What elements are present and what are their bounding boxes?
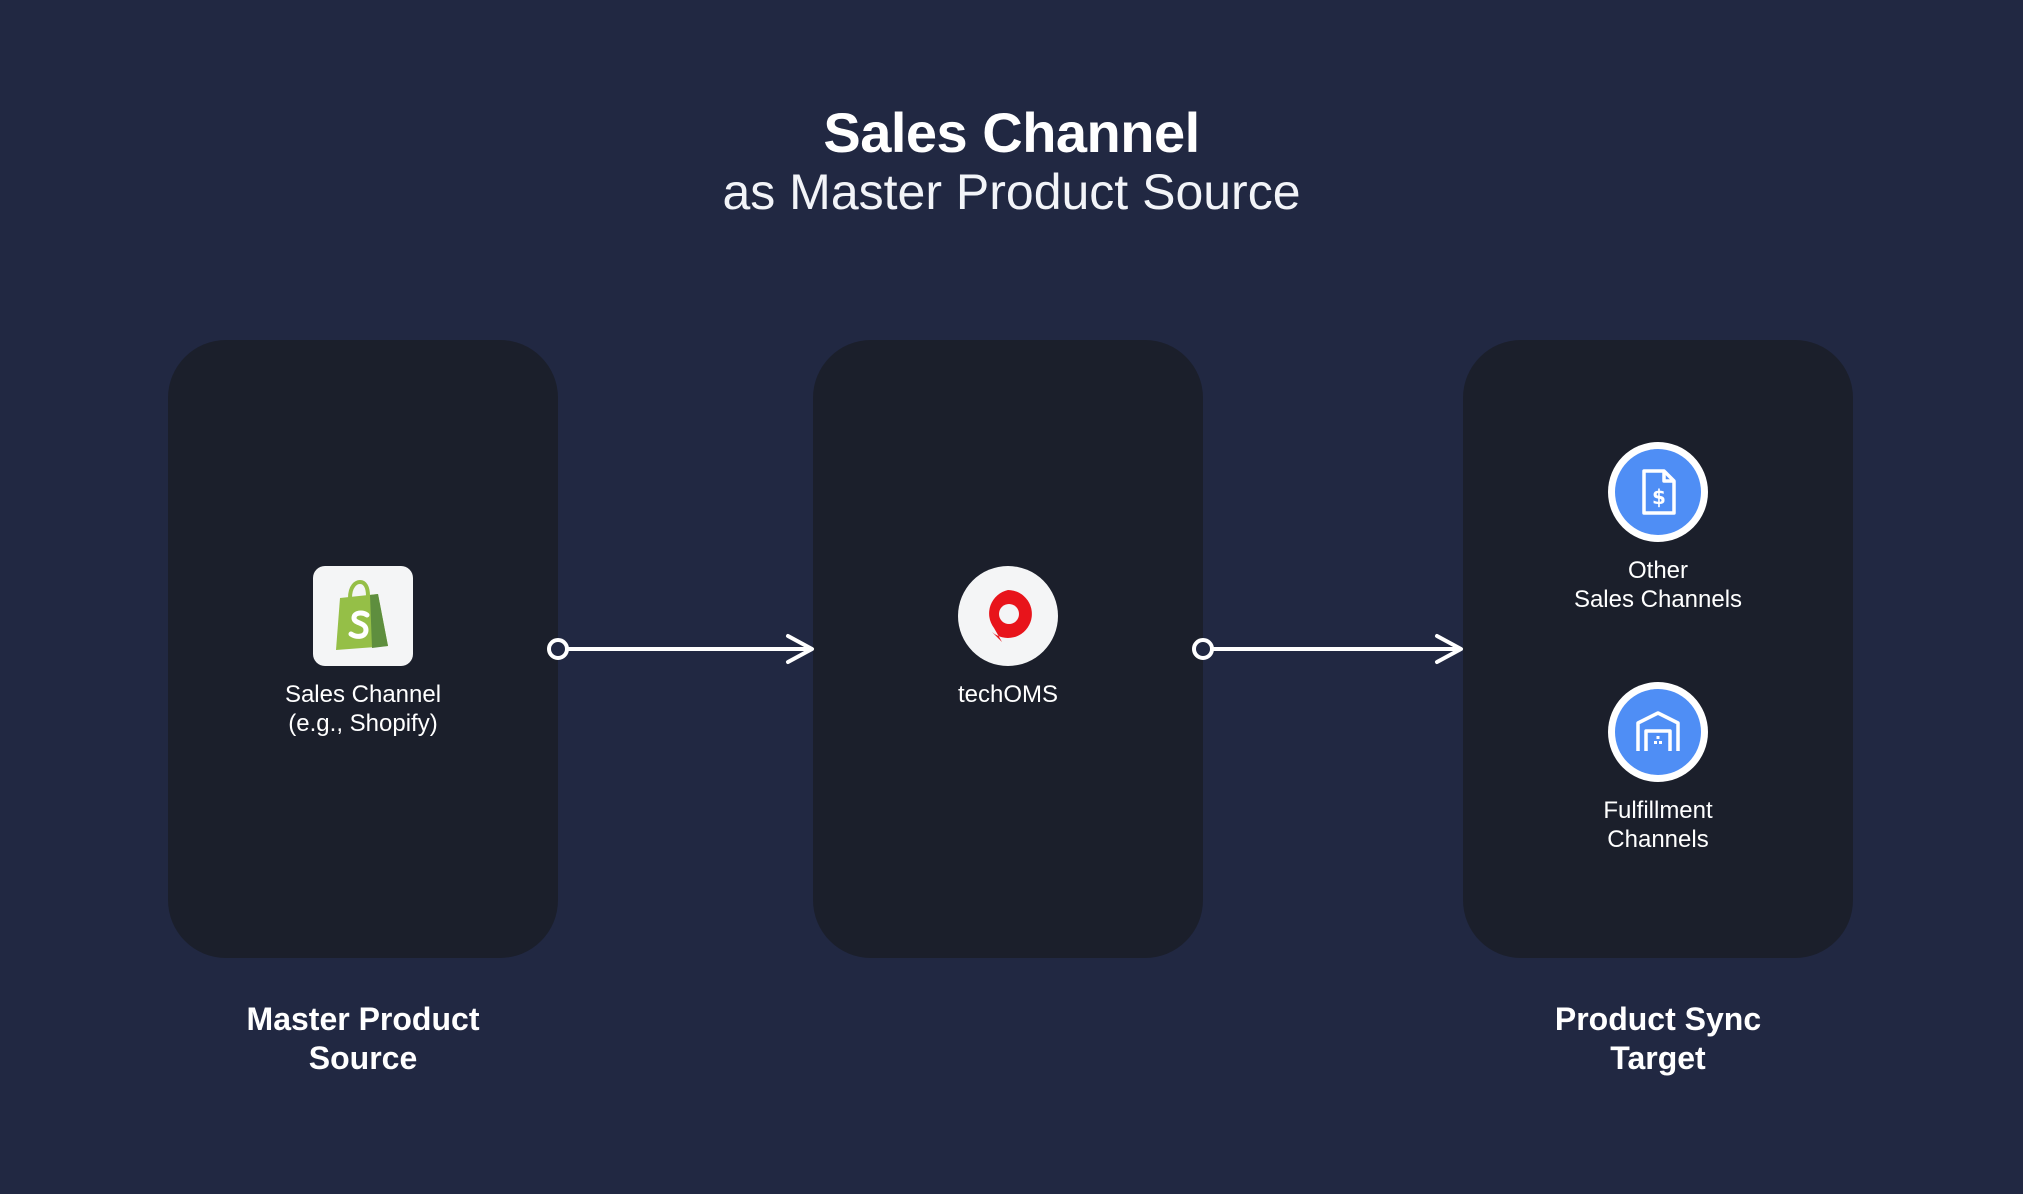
connector-source-to-oms — [547, 634, 814, 664]
techoms-node: techOMS — [813, 566, 1203, 709]
shopify-bag-icon — [313, 566, 413, 666]
master-product-source-caption: Master Product Source — [246, 1001, 480, 1076]
fulfillment-channels-label: Fulfillment Channels — [1603, 797, 1713, 853]
product-sync-target-caption: Product Sync Target — [1554, 1001, 1762, 1076]
diagram-title: Sales Channel — [823, 101, 1200, 164]
invoice-dollar-icon: $ — [1608, 442, 1708, 542]
sales-channel-node: Sales Channel (e.g., Shopify) — [168, 566, 558, 738]
sales-channel-label: Sales Channel (e.g., Shopify) — [284, 681, 442, 737]
diagram-subtitle: as Master Product Source — [722, 164, 1301, 220]
techoms-logo-icon — [958, 566, 1058, 666]
warehouse-icon — [1608, 682, 1708, 782]
techoms-label: techOMS — [957, 681, 1059, 708]
fulfillment-channels-node: Fulfillment Channels — [1463, 682, 1853, 854]
connector-oms-to-target — [1192, 634, 1463, 664]
other-sales-channels-label: Other Sales Channels — [1573, 557, 1743, 613]
source-panel: Sales Channel (e.g., Shopify) — [168, 340, 558, 958]
svg-text:$: $ — [1652, 485, 1666, 509]
oms-panel: techOMS — [813, 340, 1203, 958]
target-panel: $ Other Sales Channels Fulfillment Chann… — [1463, 340, 1853, 958]
other-sales-channels-node: $ Other Sales Channels — [1463, 442, 1853, 614]
